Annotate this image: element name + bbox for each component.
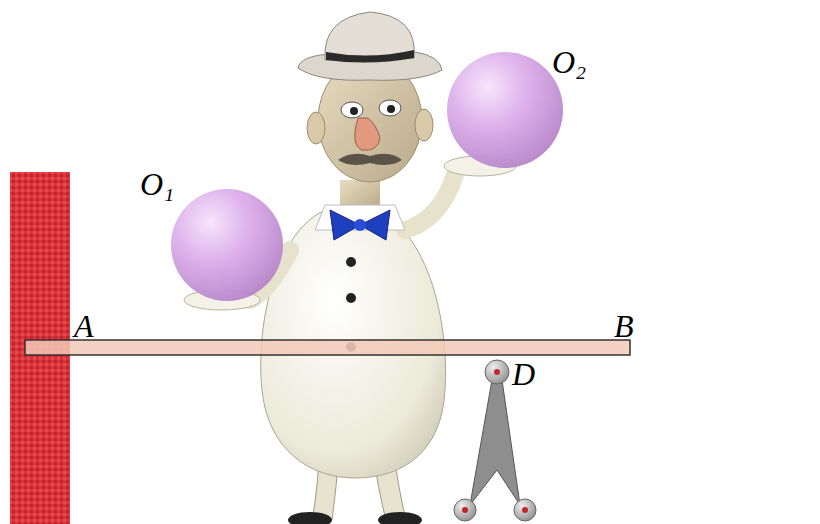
sphere-o2: [447, 52, 563, 168]
point-label: A: [74, 310, 94, 342]
point-label: B: [614, 310, 634, 342]
sphere-o1: [171, 189, 283, 301]
sphere-label: O₂: [552, 46, 586, 78]
sphere-label: O₁: [140, 168, 174, 200]
point-label: D: [512, 358, 535, 390]
support: [470, 380, 520, 505]
rod: [25, 340, 630, 355]
